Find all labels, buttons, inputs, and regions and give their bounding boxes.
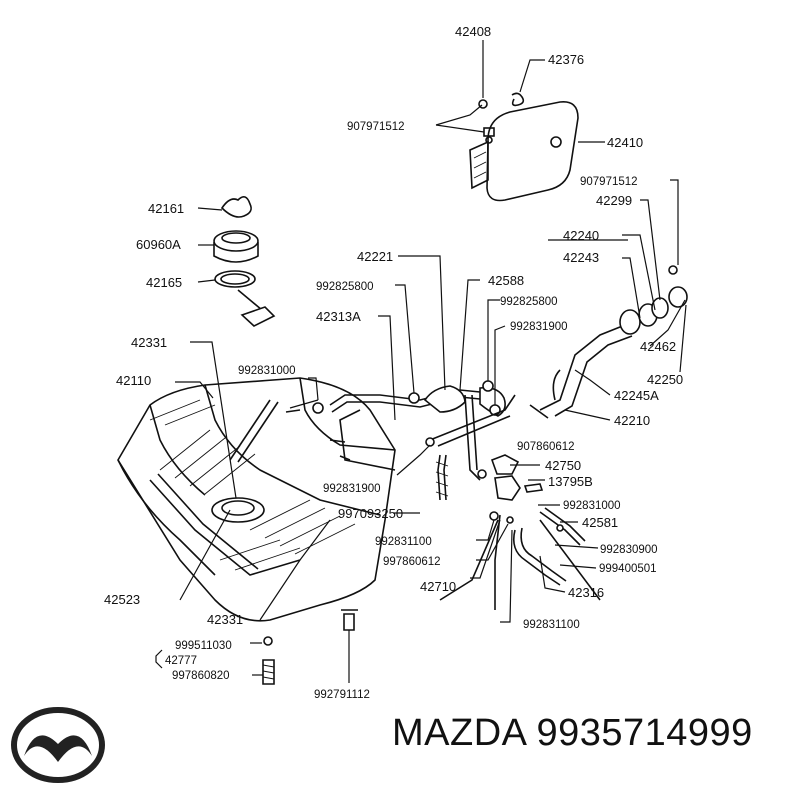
- filler-neck-assembly: [529, 179, 688, 421]
- label-992831000-a: 992831000: [238, 365, 296, 377]
- label-42588: 42588: [488, 273, 524, 288]
- hose-42581: [539, 511, 581, 546]
- fuel-sender-unit: [197, 196, 276, 327]
- label-992791112: 992791112: [314, 689, 370, 700]
- label-42750: 42750: [545, 458, 581, 473]
- fuel-tank: [117, 341, 396, 622]
- lid-bolt-top: [478, 99, 488, 109]
- label-42110: 42110: [116, 373, 151, 388]
- bottom-hardware: [155, 609, 358, 685]
- label-42581: 42581: [582, 515, 618, 530]
- bolt-992791112: [343, 613, 355, 631]
- label-992831100-a: 992831100: [375, 536, 432, 548]
- label-42250: 42250: [647, 372, 683, 387]
- fuel-lid: [486, 101, 579, 202]
- filler-lid-assembly: [435, 40, 605, 202]
- label-42331-b: 42331: [207, 612, 243, 627]
- label-42316: 42316: [568, 585, 604, 600]
- label-42240: 42240: [563, 228, 599, 243]
- mazda-logo-icon: [8, 704, 108, 791]
- lid-hinge: [469, 140, 489, 190]
- filler-neck-ring: [619, 309, 641, 335]
- label-42210: 42210: [614, 413, 650, 428]
- tank-strap-rear: [229, 399, 271, 461]
- sender-lock-ring: [220, 196, 252, 218]
- valve-assembly: [393, 454, 601, 623]
- label-999400501: 999400501: [599, 563, 657, 575]
- fuel-tank-body: [117, 377, 396, 622]
- label-997093250: 997093250: [338, 506, 403, 521]
- filler-cap: [668, 286, 688, 308]
- label-42299: 42299: [596, 193, 632, 208]
- label-907971512-b: 907971512: [580, 176, 638, 188]
- label-42410: 42410: [607, 135, 643, 150]
- label-42165: 42165: [146, 275, 182, 290]
- label-42523: 42523: [104, 592, 140, 607]
- label-42710: 42710: [420, 579, 456, 594]
- vent-pipe: [329, 389, 481, 406]
- label-42245A: 42245A: [614, 388, 659, 403]
- filler-pipe: [539, 324, 626, 411]
- label-907971512-a: 907971512: [347, 121, 405, 133]
- label-907860612: 907860612: [517, 441, 575, 453]
- label-992825800-b: 992825800: [500, 296, 558, 308]
- fuel-tank-diagram: 42408 42376 907971512 42410 907971512 42…: [104, 24, 688, 700]
- part-labels: 42408 42376 907971512 42410 907971512 42…: [104, 24, 683, 700]
- label-992830900: 992830900: [600, 544, 658, 556]
- hose-42316: [512, 529, 561, 586]
- label-42331-a: 42331: [131, 335, 167, 350]
- label-997860820: 997860820: [172, 670, 230, 682]
- valve-42750: [490, 454, 520, 475]
- label-42161: 42161: [148, 201, 184, 216]
- valve-body-42710: [494, 475, 521, 501]
- brand-part-number: MAZDA 9935714999: [392, 712, 753, 754]
- drain-pipe: [494, 514, 501, 610]
- label-13795B: 13795B: [548, 474, 593, 489]
- label-992831900-a: 992831900: [510, 321, 568, 333]
- label-42376: 42376: [548, 52, 584, 67]
- label-42243: 42243: [563, 250, 599, 265]
- label-42408: 42408: [455, 24, 491, 39]
- label-60960A: 60960A: [136, 237, 181, 252]
- sender-float: [240, 306, 276, 327]
- hose-42221: [423, 385, 466, 413]
- label-992831900-b: 992831900: [323, 483, 381, 495]
- label-992831100-b: 992831100: [523, 619, 580, 631]
- label-42462: 42462: [640, 339, 676, 354]
- tank-strap-front: [149, 479, 301, 576]
- label-42313A: 42313A: [316, 309, 361, 324]
- hose-assembly: [312, 255, 516, 481]
- label-997860612: 997860612: [383, 556, 441, 568]
- lid-spring: [511, 92, 525, 107]
- washer: [263, 636, 273, 646]
- label-992831000-b: 992831000: [563, 500, 621, 512]
- sender-unit-top: [213, 230, 259, 252]
- label-999511030: 999511030: [175, 640, 232, 652]
- label-42221: 42221: [357, 249, 393, 264]
- label-992825800-a: 992825800: [316, 281, 374, 293]
- label-42777: 42777: [165, 655, 197, 667]
